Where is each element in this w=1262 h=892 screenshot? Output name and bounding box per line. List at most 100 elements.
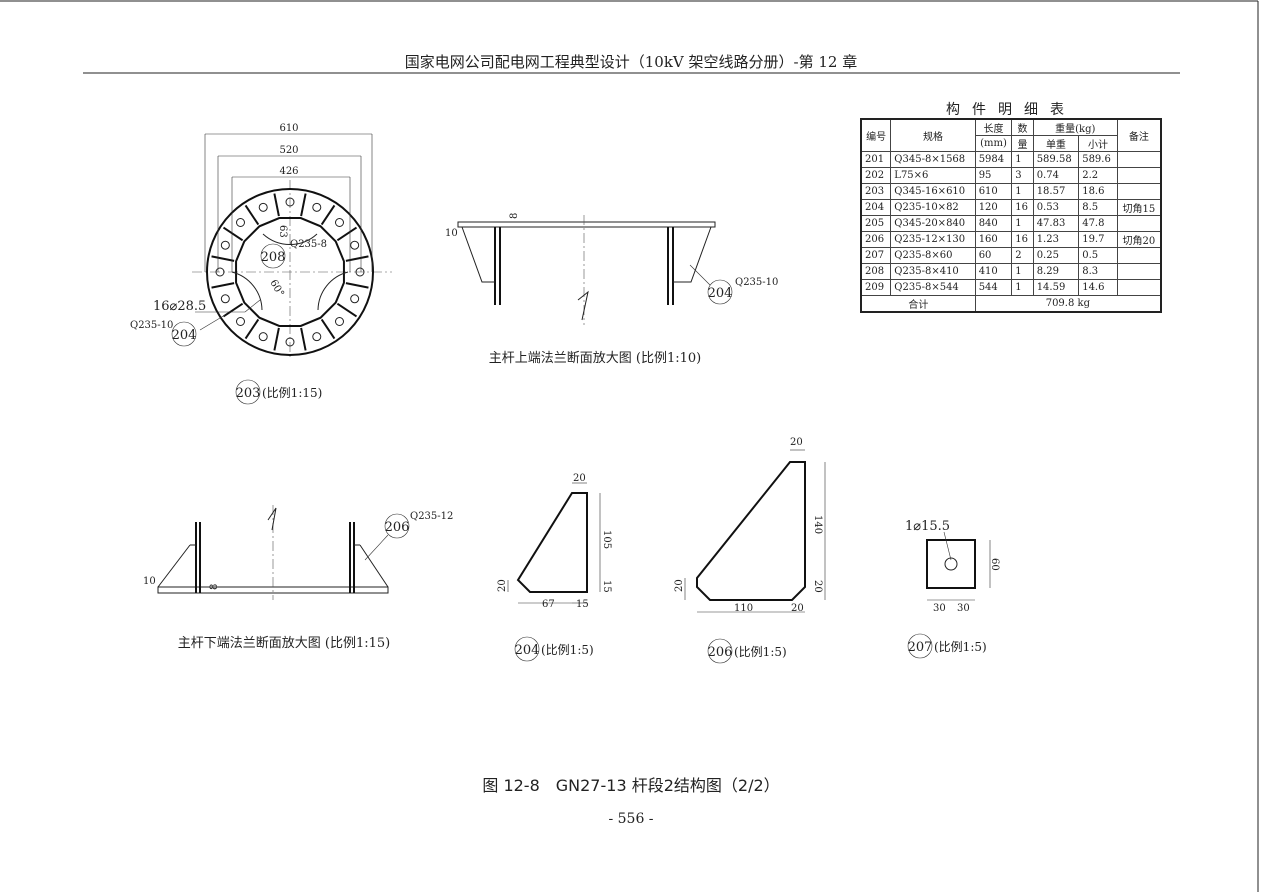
tag-208: 208 bbox=[261, 250, 286, 265]
tag-204: 204 bbox=[515, 643, 540, 658]
dim-20: 20 bbox=[790, 437, 803, 448]
bolt-hole bbox=[312, 202, 322, 212]
bolt-hole bbox=[312, 332, 322, 342]
gusset-plate bbox=[273, 193, 280, 217]
upper-section-caption: 主杆上端法兰断面放大图 (比例1:10) bbox=[489, 351, 701, 366]
part-207-detail: 1⌀15.5 60 30 30 207 (比例1:5) bbox=[905, 519, 1000, 659]
bolt-hole bbox=[355, 267, 365, 277]
gusset-plate bbox=[320, 318, 336, 340]
gusset-plate bbox=[244, 318, 260, 340]
cell-qty: 1 bbox=[1011, 279, 1034, 296]
upper-flange-section: 8 10 204 Q235-10 主杆上端法兰断面放大图 (比例1:10) bbox=[445, 213, 778, 366]
gusset-plate bbox=[222, 226, 244, 242]
tag-204-upper: 204 bbox=[708, 286, 733, 301]
total-label: 合计 bbox=[860, 295, 976, 313]
bolt-hole bbox=[220, 240, 230, 250]
tag-203: 203 bbox=[236, 386, 261, 401]
gusset-plate bbox=[211, 255, 235, 262]
gusset-plate bbox=[211, 282, 235, 289]
gusset-plate bbox=[222, 302, 244, 318]
dim-20: 20 bbox=[573, 473, 586, 484]
gusset-plate bbox=[320, 204, 336, 226]
bolt-holes-label: 16⌀28.5 bbox=[153, 299, 206, 314]
tag-207: 207 bbox=[908, 640, 933, 655]
tag-204: 204 bbox=[172, 328, 197, 343]
bolt-hole bbox=[236, 316, 246, 326]
part-206-detail: 20 140 20 20 110 20 206 (比例1:5) bbox=[674, 437, 826, 664]
thk-8-lower: 8 bbox=[209, 584, 220, 590]
dim-67: 67 bbox=[542, 599, 555, 610]
thk-10: 10 bbox=[445, 228, 458, 239]
bolt-hole bbox=[350, 294, 360, 304]
dim-520: 520 bbox=[279, 145, 298, 156]
dim-110: 110 bbox=[734, 603, 753, 614]
thk-8: 8 bbox=[509, 213, 520, 219]
cell-subtotal: 14.6 bbox=[1078, 279, 1118, 296]
scale-label: (比例1:5) bbox=[934, 640, 987, 654]
cell-spec: Q235-8×544 bbox=[890, 279, 976, 296]
bolt-hole bbox=[350, 240, 360, 250]
lower-section-caption: 主杆下端法兰断面放大图 (比例1:15) bbox=[178, 636, 390, 651]
gusset-plate bbox=[336, 226, 358, 242]
dim-30: 30 bbox=[957, 603, 970, 614]
bolt-hole bbox=[285, 197, 295, 207]
table-title: 构件明细表 bbox=[946, 102, 1076, 118]
bolt-hole bbox=[236, 218, 246, 228]
gusset-plate bbox=[300, 327, 307, 351]
plate-spec-lower: Q235-12 bbox=[410, 511, 453, 522]
dim-15: 15 bbox=[576, 599, 589, 610]
plate-spec-upper: Q235-10 bbox=[735, 277, 778, 288]
col-note: 备注 bbox=[1116, 118, 1162, 152]
dim-610: 610 bbox=[279, 123, 298, 134]
tube-outline bbox=[235, 217, 345, 327]
tag-206-lower: 206 bbox=[385, 520, 410, 535]
scale-label: (比例1:15) bbox=[262, 386, 322, 400]
thk-10-lower: 10 bbox=[143, 576, 156, 587]
bolt-hole bbox=[258, 202, 268, 212]
hole-label: 1⌀15.5 bbox=[905, 519, 950, 534]
gusset-plate bbox=[273, 327, 280, 351]
cell-qty: 3 bbox=[1011, 167, 1034, 184]
bolt-hole bbox=[220, 294, 230, 304]
part-204-detail: 20 105 15 20 67 15 204 (比例1:5) bbox=[497, 473, 612, 662]
dim-140: 140 bbox=[812, 515, 823, 534]
scale-label: (比例1:5) bbox=[734, 645, 787, 659]
total-value: 709.8 kg bbox=[974, 295, 1162, 313]
page-number: - 556 - bbox=[608, 811, 654, 827]
dim-20: 20 bbox=[812, 580, 823, 593]
dim-426: 426 bbox=[279, 166, 298, 177]
dim-20: 20 bbox=[791, 603, 804, 614]
dim-30: 30 bbox=[933, 603, 946, 614]
gusset-plate bbox=[336, 302, 358, 318]
dim-63: 63 bbox=[277, 225, 288, 238]
dim-105: 105 bbox=[601, 530, 612, 549]
dim-60: 60 bbox=[989, 558, 1000, 571]
flange-plan-view: 610 520 426 63 Q235-8 208 60° 16⌀28.5 Q2… bbox=[130, 123, 392, 405]
scale-label: (比例1:5) bbox=[541, 643, 594, 657]
page-header: 国家电网公司配电网工程典型设计（10kV 架空线路分册）-第 12 章 bbox=[404, 53, 858, 71]
lower-flange-section: 8 10 206 Q235-12 主杆下端法兰断面放大图 (比例1:15) bbox=[143, 505, 453, 651]
gusset-plate bbox=[244, 204, 260, 226]
dim-20: 20 bbox=[674, 579, 685, 592]
bolt-hole bbox=[334, 218, 344, 228]
dim-15: 15 bbox=[601, 580, 612, 593]
dim-20: 20 bbox=[497, 579, 508, 592]
plate-208-spec: Q235-8 bbox=[290, 239, 327, 250]
bolt-hole bbox=[285, 337, 295, 347]
bolt-hole bbox=[334, 316, 344, 326]
figure-caption: 图 12-8 GN27-13 杆段2结构图（2/2） bbox=[482, 776, 780, 795]
tag-206: 206 bbox=[708, 645, 733, 660]
cell-note bbox=[1116, 279, 1162, 296]
bolt-hole bbox=[215, 267, 225, 277]
gusset-plate bbox=[345, 282, 369, 289]
bolt-hole bbox=[258, 332, 268, 342]
